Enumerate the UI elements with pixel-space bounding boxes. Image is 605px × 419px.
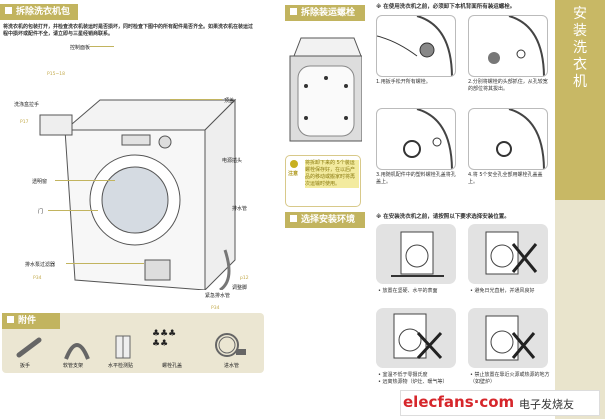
env-text-heat-source: • 禁止放置在靠近火源或热源的地方（如壁炉） xyxy=(470,372,550,385)
env-note: ※ 在安装洗衣机之前，请按照以下要求选择安装位置。 xyxy=(376,214,510,220)
page-ref-foot: p12 xyxy=(240,276,249,281)
env-text-temperature: • 室温不低于零摄氏度 • 远离热源物（炉灶、暖气等） xyxy=(378,372,448,385)
accessory-inlet-hose: 进水管 xyxy=(224,363,240,369)
env-image-heat-source xyxy=(468,308,548,368)
env-image-sunlight xyxy=(468,224,548,284)
env-image-temperature xyxy=(376,308,456,368)
step-2-image xyxy=(468,15,548,77)
step-1-image xyxy=(376,15,456,77)
accessories-panel: 附件 ♣♣♣♣♣ 扳手 软管支架 水平检测贴 螺栓孔盖 进水管 xyxy=(2,313,264,373)
leader-line xyxy=(170,99,222,100)
step-3-image xyxy=(376,108,456,170)
label-pump-filter: 排水泵过滤器 xyxy=(25,262,56,268)
warning-icon xyxy=(290,160,298,168)
env-image-level-surface xyxy=(376,224,456,284)
leader-line xyxy=(48,210,98,211)
step-4-text: 4.将 5个安全孔全部用螺栓孔盖盖上。 xyxy=(468,172,543,185)
leader-line xyxy=(55,180,115,181)
label-emergency-drain: 紧急排水管 xyxy=(205,293,231,299)
bolts-header: 拆除装运螺栓 xyxy=(285,5,365,21)
watermark: elecfans·com 电子发烧友 xyxy=(400,390,600,416)
page-ref-pump: P34 xyxy=(33,276,42,281)
hose-bracket-icon xyxy=(64,343,90,360)
page-ref-control: P15~18 xyxy=(47,72,65,77)
accessory-hose-bracket: 软管支架 xyxy=(63,363,84,369)
label-detergent-drawer: 洗涤盒拉手 xyxy=(14,102,40,108)
accessories-header: 附件 xyxy=(2,313,60,329)
accessory-wrench: 扳手 xyxy=(20,363,31,369)
step-3-text: 3.用随机配件中的塑料螺栓孔盖将孔盖上。 xyxy=(376,172,456,185)
accessory-bolt-caps: 螺栓孔盖 xyxy=(162,363,183,369)
watermark-cn: 电子发烧友 xyxy=(519,398,574,411)
env-header-text: 选择安装环境 xyxy=(301,215,356,225)
bolts-header-text: 拆除装运螺栓 xyxy=(301,8,356,18)
inlet-hose-icon xyxy=(215,333,246,357)
label-leveling-foot: 调整脚 xyxy=(232,285,248,291)
sidebar-title: 安装洗衣机 xyxy=(573,6,587,90)
bolt-cap-icon: ♣♣♣♣♣ xyxy=(152,329,177,349)
label-window: 透明窗 xyxy=(32,179,48,185)
watermark-brand: elecfans·com xyxy=(403,393,515,411)
sidebar: 安装洗衣机 xyxy=(555,0,605,419)
step-1-text: 1.用扳手松开所有螺栓。 xyxy=(376,79,431,85)
label-door: 门 xyxy=(38,209,44,215)
washer-illustration xyxy=(39,98,237,290)
unpack-header: 拆除洗衣机包装 xyxy=(0,4,78,33)
page-ref-emergency: P34 xyxy=(211,306,220,311)
leader-line xyxy=(66,263,144,264)
note-box: 注意 将拆卸下来的 5个装运螺栓保存好，在以后产品的移动或搬家时将再次运输时使用… xyxy=(285,155,361,207)
washer-back-illustration xyxy=(289,37,362,142)
sidebar-tab: 安装洗衣机 xyxy=(555,0,605,200)
step-2-text: 2.分别将螺栓的头部抓住，从孔较宽的部位将其拔出。 xyxy=(468,79,548,92)
label-top-cover: 顶盖 xyxy=(224,98,235,104)
accessory-level-sticker: 水平检测贴 xyxy=(108,363,134,369)
note-label: 注意 xyxy=(288,171,299,177)
env-text-level-surface: • 放置在坚硬、水平的表面 xyxy=(378,288,438,294)
bolts-note: ※ 在使用洗衣机之前，必须卸下本机背面所有装运螺栓。 xyxy=(376,4,516,10)
env-header: 选择安装环境 xyxy=(285,212,365,228)
label-control-panel: 控制面板 xyxy=(70,45,91,51)
wrench-icon xyxy=(16,337,42,358)
leader-line xyxy=(90,46,114,47)
accessories-header-text: 附件 xyxy=(18,316,37,326)
unpack-header-text: 拆除洗衣机包装 xyxy=(5,7,71,33)
label-drain-hose: 排水管 xyxy=(232,206,248,212)
unpack-intro: 将洗衣机的包装打开，并检查洗衣机装运时是否损坏，同时检查下图中的所有配件是否齐全… xyxy=(3,24,254,37)
level-sticker-icon xyxy=(115,335,131,359)
step-4-image xyxy=(468,108,548,170)
note-text: 将拆卸下来的 5个装运螺栓保存好，在以后产品的移动或搬家时将再次运输时使用。 xyxy=(305,160,359,188)
label-power-plug: 电源插头 xyxy=(222,158,243,164)
env-text-sunlight: • 避免日光直射，并通风良好 xyxy=(470,288,535,294)
page-ref-detergent: P17 xyxy=(20,120,29,125)
